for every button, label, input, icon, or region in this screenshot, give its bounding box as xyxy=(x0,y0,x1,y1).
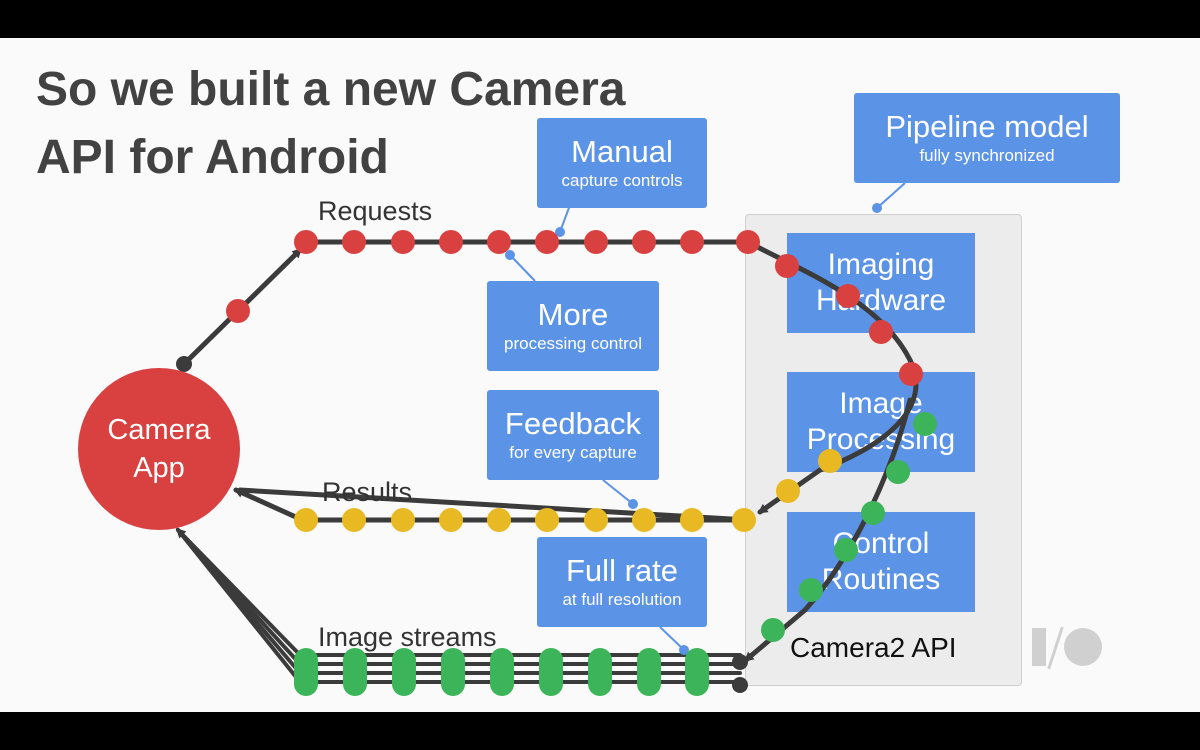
stream-dot xyxy=(392,648,416,696)
request-dot xyxy=(391,230,415,254)
logo-bar xyxy=(1032,628,1046,666)
request-dot xyxy=(226,299,250,323)
camera-app: Camera App xyxy=(78,368,240,530)
io-logo xyxy=(1032,626,1104,670)
feedback-connector xyxy=(602,479,634,505)
stream-junction-dot xyxy=(732,654,748,670)
stream-dot xyxy=(913,412,937,436)
request-dot xyxy=(294,230,318,254)
request-dot xyxy=(439,230,463,254)
more-connector xyxy=(509,254,536,282)
stream-dot xyxy=(539,648,563,696)
result-dot xyxy=(294,508,318,532)
stream-dot xyxy=(861,501,885,525)
stream-dot xyxy=(834,538,858,562)
camera2-api-label: Camera2 API xyxy=(790,632,957,663)
result-dot xyxy=(487,508,511,532)
result-dot xyxy=(680,508,704,532)
result-dot xyxy=(584,508,608,532)
pipeline-connector-dot xyxy=(872,203,882,213)
callout-subtitle: at full resolution xyxy=(562,590,682,609)
stream-dot xyxy=(490,648,514,696)
image-streams-label: Image streams xyxy=(318,622,497,652)
block-line: Imaging xyxy=(827,248,935,281)
result-track-placeholder xyxy=(237,487,751,523)
results-label: Results xyxy=(322,477,413,507)
stream-dot xyxy=(294,648,318,696)
full-rate-callout: Full rate at full resolution xyxy=(537,537,707,627)
result-dot xyxy=(732,508,756,532)
stream-dot xyxy=(343,648,367,696)
result-dot xyxy=(632,508,656,532)
result-track-diagonal xyxy=(233,487,301,521)
more-callout: More processing control xyxy=(487,281,659,371)
callout-title: Feedback xyxy=(504,406,642,441)
request-dot xyxy=(736,230,760,254)
result-dot xyxy=(776,479,800,503)
result-dot xyxy=(535,508,559,532)
stream-dot xyxy=(761,618,785,642)
full-rate-connector-dot xyxy=(679,645,689,655)
stream-dot xyxy=(886,460,910,484)
slide-title: So we built a new Camera API for Android xyxy=(36,56,626,192)
callout-title: Full rate xyxy=(566,553,678,588)
stream-dot xyxy=(685,648,709,696)
result-dot xyxy=(391,508,415,532)
stream-track-diagonal xyxy=(176,528,302,684)
feedback-connector-dot xyxy=(628,499,638,509)
stream-junction-dot xyxy=(732,677,748,693)
callout-subtitle: for every capture xyxy=(509,443,637,462)
result-dot xyxy=(342,508,366,532)
callout-title: More xyxy=(537,297,609,332)
stream-dot xyxy=(441,648,465,696)
request-dot xyxy=(584,230,608,254)
manual-connector-dot xyxy=(555,227,565,237)
full-rate-connector xyxy=(659,626,685,651)
pipeline-callout: Pipeline model fully synchronized xyxy=(854,93,1120,183)
pipeline-connector xyxy=(876,182,906,209)
stream-dot xyxy=(799,578,823,602)
request-dot xyxy=(775,254,799,278)
request-dot xyxy=(632,230,656,254)
request-dot xyxy=(899,362,923,386)
result-dot xyxy=(818,449,842,473)
request-dot xyxy=(680,230,704,254)
callout-subtitle: fully synchronized xyxy=(919,146,1055,165)
block-line: Routines xyxy=(821,563,941,596)
callout-subtitle: processing control xyxy=(504,334,642,353)
callout-subtitle: capture controls xyxy=(561,171,683,190)
camera-app-line2: App xyxy=(133,452,185,484)
callout-title: Manual xyxy=(571,134,673,169)
logo-circle xyxy=(1064,628,1102,666)
request-dot xyxy=(535,230,559,254)
camera-app-line1: Camera xyxy=(107,414,211,446)
request-dot xyxy=(487,230,511,254)
logo-slash xyxy=(1047,626,1064,670)
callout-title: Pipeline model xyxy=(885,109,1089,144)
title-line-1: So we built a new Camera xyxy=(36,63,626,116)
feedback-callout: Feedback for every capture xyxy=(487,390,659,480)
request-origin-dot xyxy=(176,356,192,372)
title-line-2: API for Android xyxy=(36,131,389,184)
request-dot xyxy=(342,230,366,254)
request-dot xyxy=(836,284,860,308)
requests-label: Requests xyxy=(318,196,433,226)
result-dot xyxy=(439,508,463,532)
request-dot xyxy=(869,320,893,344)
manual-callout: Manual capture controls xyxy=(537,118,707,208)
request-track-curve xyxy=(745,239,919,515)
stream-dot xyxy=(588,648,612,696)
more-connector-dot xyxy=(505,250,515,260)
stream-dot xyxy=(637,648,661,696)
